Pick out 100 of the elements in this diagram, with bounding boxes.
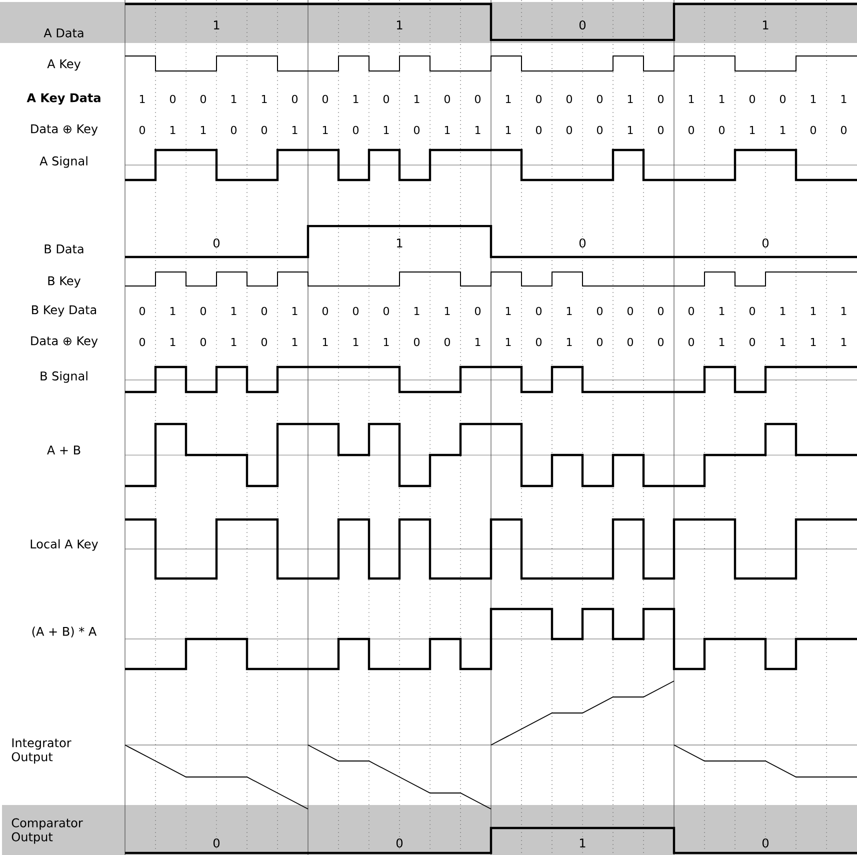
chip-value: 1 [444, 307, 450, 316]
chip-value: 1 [384, 338, 389, 346]
chip-value: 1 [810, 307, 816, 316]
chip-value: 0 [292, 94, 298, 104]
chip-value: 0 [200, 94, 206, 104]
chip-value: 0 [139, 306, 145, 316]
chip-value: 1 [780, 338, 786, 346]
chip-value: 0 [688, 126, 694, 134]
chip-value: 0 [261, 306, 267, 316]
chip-value: 0 [474, 306, 481, 316]
chip-value: 0 [261, 338, 267, 346]
chip-value: 0 [596, 306, 603, 316]
bit-value: 1 [397, 238, 402, 248]
chip-value: 1 [628, 126, 633, 134]
chip-value: 1 [475, 338, 480, 346]
chip-value: 1 [780, 307, 786, 316]
row-label: Data ⊕ Key [31, 336, 98, 348]
chip-value: 1 [231, 307, 236, 316]
chip-value: 0 [414, 126, 420, 134]
chip-value: 1 [719, 338, 724, 346]
chip-value: 0 [200, 338, 206, 346]
bit-value: 0 [579, 238, 586, 248]
row-label: A Key [47, 59, 81, 71]
chip-value: 0 [596, 94, 603, 104]
bit-value: 0 [213, 838, 220, 848]
chip-value: 0 [627, 306, 634, 316]
chip-value: 0 [596, 126, 603, 134]
chip-value: 1 [170, 126, 176, 134]
chip-value: 1 [292, 338, 298, 346]
chip-value: 0 [139, 126, 145, 134]
chip-value: 1 [810, 95, 816, 104]
row-label: A Data [44, 28, 84, 38]
chip-value: 0 [658, 126, 664, 134]
row-label: A Key Data [26, 93, 100, 105]
bit-value: 1 [214, 20, 220, 30]
chip-value: 1 [475, 126, 480, 134]
row-label: Integrator Output [12, 738, 72, 764]
chip-value: 0 [139, 338, 145, 346]
chip-value: 0 [230, 126, 236, 134]
chip-value: 0 [414, 338, 420, 346]
chip-value: 0 [566, 94, 572, 104]
chip-value: 0 [383, 306, 390, 316]
row-label: (A + B) * A [32, 626, 97, 638]
chip-value: 1 [688, 95, 694, 104]
chip-value: 1 [231, 338, 236, 346]
chip-value: 0 [322, 306, 328, 316]
row-label: B Key Data [32, 305, 96, 317]
bit-value: 0 [762, 238, 769, 248]
chip-value: 0 [780, 94, 786, 104]
chip-value: 0 [749, 94, 756, 104]
chip-value: 0 [383, 94, 390, 104]
chip-value: 1 [414, 95, 420, 104]
chip-value: 1 [140, 95, 145, 104]
chip-value: 1 [292, 307, 298, 316]
chip-value: 1 [231, 95, 236, 104]
chip-value: 0 [200, 306, 206, 316]
bit-value: 0 [213, 238, 220, 248]
row-label: B Signal [40, 371, 88, 383]
chip-value: 1 [841, 307, 846, 316]
chip-value: 1 [262, 95, 267, 104]
chip-value: 1 [292, 126, 298, 134]
row-label: B Data [44, 244, 84, 254]
chip-value: 1 [506, 95, 511, 104]
chip-value: 1 [170, 307, 176, 316]
chip-value: 0 [170, 94, 176, 104]
bit-value: 0 [396, 838, 403, 848]
chip-value: 0 [474, 94, 481, 104]
chip-value: 1 [566, 338, 572, 346]
chip-value: 0 [658, 338, 664, 346]
chip-value: 0 [536, 306, 542, 316]
row-label: B Key [48, 276, 81, 288]
chip-value: 0 [627, 338, 634, 346]
chip-value: 0 [352, 126, 358, 134]
chip-value: 1 [506, 126, 511, 134]
chip-value: 0 [810, 126, 816, 134]
chip-value: 1 [444, 126, 450, 134]
row-label: Local A Key [30, 539, 98, 551]
chip-value: 0 [688, 338, 694, 346]
bit-value: 1 [763, 20, 768, 30]
chip-value: 1 [628, 95, 633, 104]
row-label: Comparator Output [12, 818, 83, 844]
bit-value: 1 [397, 20, 402, 30]
chip-value: 1 [353, 95, 358, 104]
chip-value: 0 [261, 126, 267, 134]
row-label: Data ⊕ Key [31, 124, 98, 136]
chip-value: 0 [322, 94, 328, 104]
chip-value: 0 [444, 338, 450, 346]
row-label: A + B [47, 446, 80, 454]
chip-value: 0 [840, 126, 847, 134]
chip-value: 1 [719, 95, 724, 104]
chip-value: 0 [658, 94, 664, 104]
bit-value: 1 [580, 838, 586, 848]
chip-value: 1 [384, 126, 389, 134]
chip-value: 0 [688, 306, 694, 316]
chip-value: 1 [719, 307, 724, 316]
chip-value: 0 [596, 338, 603, 346]
chip-value: 1 [414, 307, 420, 316]
chip-value: 1 [780, 126, 786, 134]
chip-value: 0 [749, 306, 756, 316]
bit-value: 0 [579, 20, 586, 30]
